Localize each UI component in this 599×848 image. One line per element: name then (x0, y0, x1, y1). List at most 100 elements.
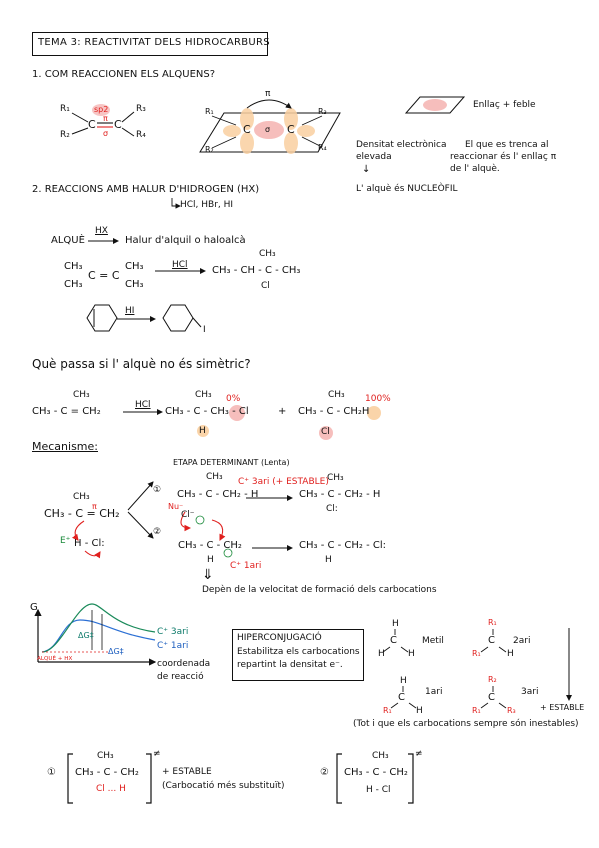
general-alkene: ALQUÈ (51, 235, 85, 246)
rate-step-label: ETAPA DETERMINANT (Lenta) (173, 458, 290, 467)
mech-start-pi: π (92, 502, 97, 511)
prim-h-right: H (416, 706, 423, 716)
rx1-reactant-r2: CH₃ (125, 279, 144, 290)
rx1-reactant-l1: CH₃ (64, 261, 83, 272)
rx3-p2: CH₃ - C - CH₂H (298, 406, 370, 417)
general-reagent: HX (95, 226, 108, 236)
density-line2: elevada (356, 152, 392, 162)
ts2-number: ② (320, 767, 329, 778)
hx-examples: HCl, HBr, HI (180, 200, 234, 210)
page-title: TEMA 3: REACTIVITAT DELS HIDROCARBURS (38, 37, 270, 48)
orbital-r3: R₃ (318, 107, 327, 116)
ts1-main: CH₃ - C - CH₂ (75, 767, 139, 778)
rx3-p2-top: CH₃ (328, 390, 345, 400)
i2-label: C⁺ 1ari (230, 561, 262, 571)
ts1-label2: (Carbocatió més substituït) (162, 781, 285, 791)
prim-label: 1ari (425, 687, 443, 697)
rx3-p1-h: H (199, 426, 206, 436)
i1-label: C⁺ 3ari (+ ESTABLE) (238, 477, 329, 487)
mechanism-heading: Mecanisme: (32, 440, 98, 453)
i2: CH₃ - C - CH₂ (178, 540, 242, 551)
methyl-c: C (390, 635, 397, 646)
prim-h-top: H (400, 676, 407, 686)
nu-label: Nu⁻ (168, 502, 184, 511)
cations-note: (Tot i que els carbocations sempre són i… (353, 719, 579, 729)
rx1-c-eq-c: C = C (88, 269, 120, 282)
orbital-r2: R₂ (205, 145, 214, 154)
i1-cl: Cl⁻ (181, 510, 195, 520)
rx3-p1-top: CH₃ (195, 390, 212, 400)
sec-r2: R₁ (472, 649, 481, 658)
rx1-reagent: HCl (172, 260, 188, 270)
tert-label: 3ari (521, 687, 539, 697)
energy-curve2: C⁺ 1ari (157, 641, 189, 651)
path-2-number: ② (153, 527, 162, 537)
methyl-h-left: H (378, 649, 385, 659)
rx2-product-sub: I (203, 325, 206, 335)
hyper-title: HIPERCONJUGACIÓ (237, 633, 322, 643)
energy-start: ALQUÈ + HX (37, 655, 73, 662)
sec-label: 2ari (513, 636, 531, 646)
broken-line2: reaccionar és l' enllaç π (450, 152, 557, 162)
energy-dg2: ΔG‡ (108, 647, 124, 656)
ts2-top: CH₃ (372, 751, 389, 761)
orbital-r4: R₄ (318, 143, 327, 152)
alkene-r2: R₂ (60, 130, 70, 140)
rx1-product: CH₃ - CH - C - CH₃ (212, 265, 301, 276)
path-1-number: ① (153, 485, 162, 495)
down-arrow: ↓ (362, 164, 371, 175)
orbital-sigma: σ (265, 125, 271, 134)
ts1-ddag: ≠ (153, 749, 161, 759)
mech-start: CH₃ - C = CH₂ (44, 507, 120, 520)
rx1-product-top: CH₃ (259, 249, 276, 259)
tert-r3: R₃ (507, 706, 516, 715)
orbital-r1: R₁ (205, 107, 214, 116)
alkene-pi: π (103, 114, 108, 123)
weak-bond-label: Enllaç + feble (473, 100, 536, 110)
rx3-reagent: HCl (135, 400, 151, 410)
energy-curve1: C⁺ 3ari (157, 627, 189, 637)
hyperconjugation-box (232, 629, 364, 681)
density-line1: Densitat electrònica (356, 140, 447, 150)
p1: CH₃ - C - CH₂ - H (299, 489, 381, 500)
rx1-reactant-l2: CH₃ (64, 279, 83, 290)
ts1-label1: + ESTABLE (162, 767, 212, 777)
p1-cl: Cl: (326, 504, 338, 514)
p2: CH₃ - C - CH₂ - Cl: (299, 540, 387, 551)
orbital-pi: π (265, 89, 271, 99)
rx3-plus: + (278, 406, 287, 417)
tert-r1: R₁ (472, 706, 481, 715)
stable-label: + ESTABLE (540, 703, 585, 712)
rx3-reactant-top: CH₃ (73, 390, 90, 400)
mech-start-top: CH₃ (73, 492, 90, 502)
ts1-top: CH₃ (97, 751, 114, 761)
energy-xlabel-2: de reacció (157, 672, 204, 682)
section-1-heading: 1. COM REACCIONEN ELS ALQUENS? (32, 69, 216, 80)
rx2-reagent: HI (125, 306, 135, 316)
title-box (32, 32, 268, 56)
rx3-p2-pct: 100% (365, 394, 391, 404)
alkene-r3: R₃ (136, 104, 146, 114)
nucleophile-label: L' alquè és NUCLEÒFIL (356, 184, 458, 194)
hyper-line2: repartint la densitat e⁻. (237, 660, 343, 670)
hyper-line1: Estabilitza els carbocations (237, 647, 360, 657)
asymmetric-question: Què passa si l' alquè no és simètric? (32, 357, 251, 371)
prim-c: C (398, 692, 405, 703)
sp2-label: sp2 (94, 105, 109, 114)
section-2-heading: 2. REACCIONS AMB HALUR D'HIDROGEN (HX) (32, 184, 260, 195)
rx1-reactant-r1: CH₃ (125, 261, 144, 272)
sec-c: C (488, 635, 495, 646)
mech-hcl: H - Cl: (74, 538, 105, 549)
mech-e-plus: E⁺ (60, 536, 71, 546)
sec-r1: R₁ (488, 618, 497, 627)
ts2-bottom: H - Cl (366, 785, 391, 795)
rx3-reactant: CH₃ - C = CH₂ (32, 406, 101, 417)
sec-h: H (507, 649, 514, 659)
alkene-sigma: σ (103, 129, 109, 138)
i1: CH₃ - C - CH₂ - H (177, 489, 259, 500)
